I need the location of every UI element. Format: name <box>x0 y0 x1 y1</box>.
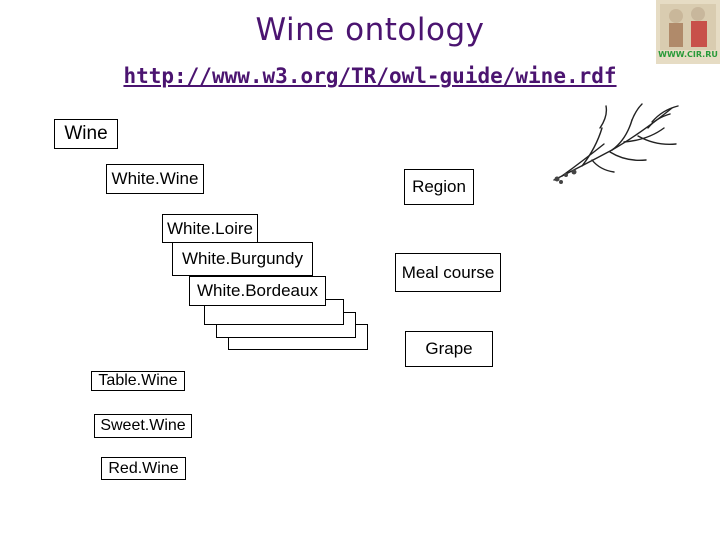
wine-class-box: Wine <box>54 119 118 149</box>
sweet-wine-class-box: Sweet.Wine <box>94 414 192 438</box>
logo-caption: WWW.CIR.RU <box>658 50 718 59</box>
white-burgundy-class-box: White.Burgundy <box>172 242 313 276</box>
cir-logo-image: WWW.CIR.RU <box>656 0 720 64</box>
region-class-box: Region <box>404 169 474 205</box>
ontology-url-link[interactable]: http://www.w3.org/TR/owl-guide/wine.rdf <box>80 64 660 88</box>
white-bordeaux-class-box: White.Bordeaux <box>189 276 326 306</box>
vine-branch-illustration <box>552 100 682 188</box>
grape-class-box: Grape <box>405 331 493 367</box>
table-wine-class-box: Table.Wine <box>91 371 185 391</box>
white-wine-class-box: White.Wine <box>106 164 204 194</box>
red-wine-class-box: Red.Wine <box>101 457 186 480</box>
white-loire-class-box: White.Loire <box>162 214 258 243</box>
meal-course-class-box: Meal course <box>395 253 501 292</box>
slide-title: Wine ontology <box>0 12 720 48</box>
